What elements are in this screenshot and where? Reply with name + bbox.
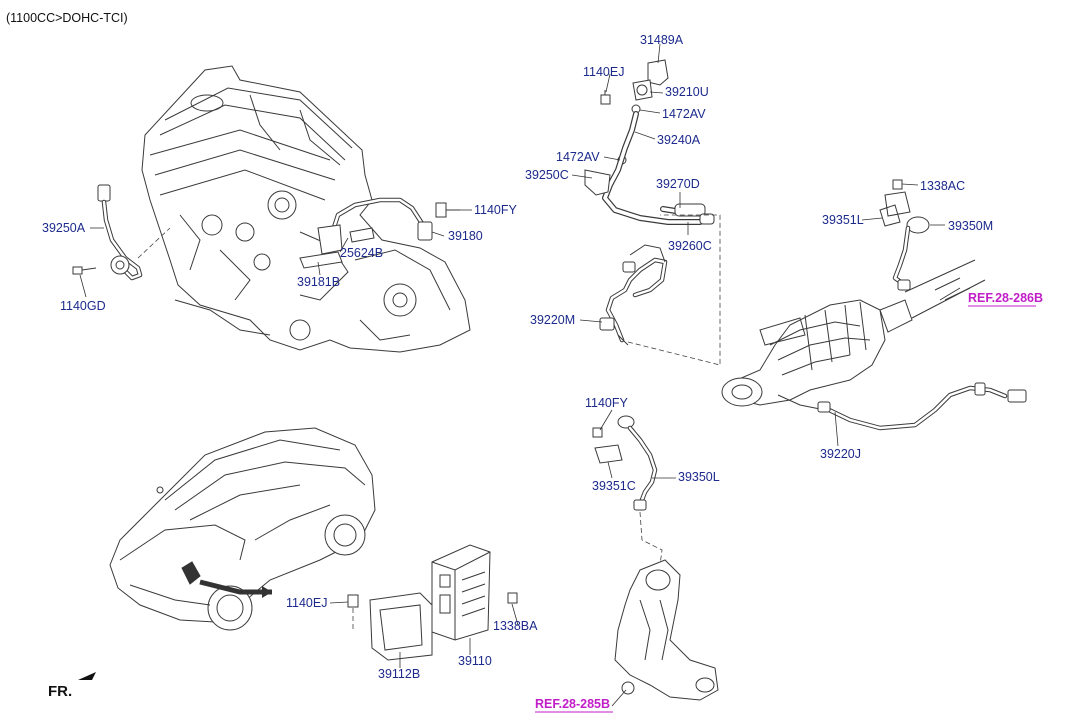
leader-dash <box>627 214 721 366</box>
part-label-1338ac[interactable]: 1338AC <box>920 179 965 193</box>
engine-spec-header: (1100CC>DOHC-TCI) <box>6 11 128 25</box>
part-label-39270d[interactable]: 39270D <box>656 177 700 191</box>
part-label-39210u[interactable]: 39210U <box>665 85 709 99</box>
part-label-1140fy-top[interactable]: 1140FY <box>474 203 518 217</box>
catalytic-converter-illustration <box>721 259 986 407</box>
exhaust-temp-sensor-39220j <box>777 382 1027 431</box>
part-label-39350l[interactable]: 39350L <box>678 470 720 484</box>
ref-link-28-286b[interactable]: REF.28-286B <box>968 291 1043 305</box>
ref-link-28-285b[interactable]: REF.28-285B <box>535 697 610 711</box>
exhaust-manifold-illustration <box>614 559 719 701</box>
part-label-39351l[interactable]: 39351L <box>822 213 864 227</box>
part-label-39110[interactable]: 39110 <box>458 654 492 668</box>
bolt-1140gd <box>72 266 97 275</box>
part-label-1140ej-top[interactable]: 1140EJ <box>583 65 624 79</box>
part-label-1140fy-mid[interactable]: 1140FY <box>585 396 629 410</box>
part-label-39112b[interactable]: 39112B <box>378 667 420 681</box>
oxygen-sensor-39350l <box>592 415 658 511</box>
part-label-1472av-right[interactable]: 1472AV <box>662 107 706 121</box>
front-direction-arrow <box>78 672 98 680</box>
leader-dash <box>137 227 171 259</box>
oxygen-sensor-39350m <box>879 179 930 291</box>
part-label-39181b[interactable]: 39181B <box>297 275 340 289</box>
part-labels: 31489A 1140EJ 39210U 1472AV 39240A 1472A… <box>42 33 993 681</box>
car-illustration <box>109 427 376 631</box>
part-label-25624b[interactable]: 25624B <box>340 246 383 260</box>
ecu-bracket-39112b <box>347 592 433 661</box>
part-label-39180[interactable]: 39180 <box>448 229 483 243</box>
part-label-39351c[interactable]: 39351C <box>592 479 636 493</box>
knock-sensor-39250a <box>97 184 143 281</box>
pressure-sensor-assembly <box>584 59 715 225</box>
part-label-39250a[interactable]: 39250A <box>42 221 86 235</box>
part-label-39250c[interactable]: 39250C <box>525 168 569 182</box>
part-label-39350m[interactable]: 39350M <box>948 219 993 233</box>
part-label-1140ej-bottom[interactable]: 1140EJ <box>286 596 327 610</box>
part-label-39260c[interactable]: 39260C <box>668 239 712 253</box>
exhaust-temp-sensor-39220m <box>599 244 668 346</box>
front-direction-label: FR. <box>48 683 72 700</box>
part-label-39240a[interactable]: 39240A <box>657 133 701 147</box>
part-label-1338ba[interactable]: 1338BA <box>493 619 538 633</box>
leader-lines <box>79 43 961 707</box>
part-label-39220m[interactable]: 39220M <box>530 313 575 327</box>
reference-links: REF.28-286B REF.28-285B <box>535 291 1043 713</box>
sensor-wiring-39180 <box>299 197 460 269</box>
part-label-1472av-left[interactable]: 1472AV <box>556 150 600 164</box>
part-label-31489a[interactable]: 31489A <box>640 33 684 47</box>
engine-block-illustration <box>141 65 471 353</box>
leader-dash <box>639 511 663 566</box>
part-label-39220j[interactable]: 39220J <box>820 447 861 461</box>
part-label-1140gd[interactable]: 1140GD <box>60 299 106 313</box>
